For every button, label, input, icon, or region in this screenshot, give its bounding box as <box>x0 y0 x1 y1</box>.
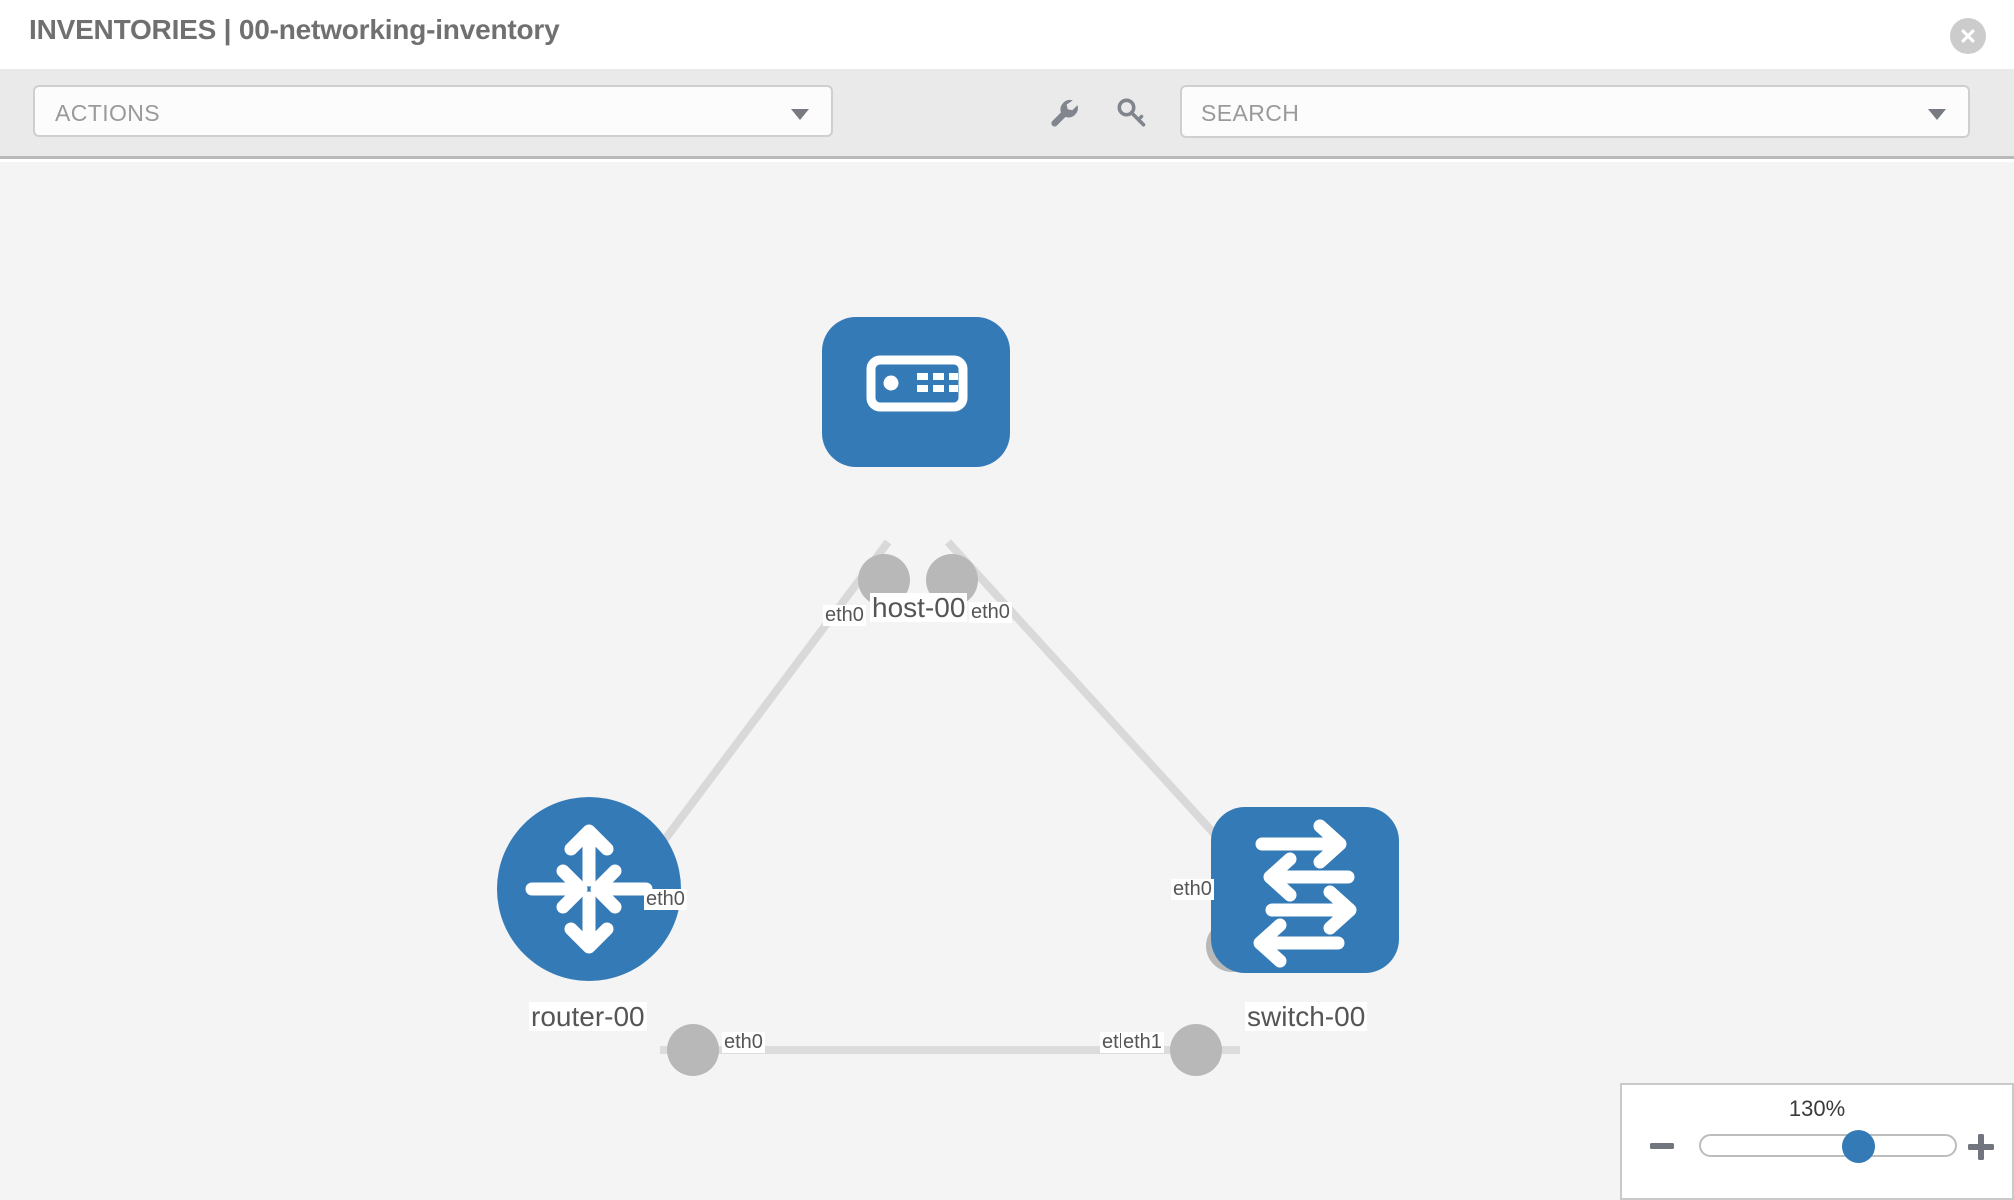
zoom-level-value: 130% <box>1788 1096 1846 1121</box>
page-header: INVENTORIES | 00-networking-inventory <box>0 0 2014 69</box>
node-label-host-00: host-00 <box>870 592 968 623</box>
key-icon[interactable] <box>1114 96 1148 130</box>
node-label-router-00: router-00 <box>529 1001 647 1032</box>
search-input[interactable]: SEARCH <box>1180 85 1970 138</box>
actions-dropdown[interactable]: ACTIONS <box>33 85 833 137</box>
zoom-slider-handle[interactable] <box>1841 1130 1875 1163</box>
interface-label: eth0 <box>969 601 1012 623</box>
interface-label: eth0 <box>823 604 866 626</box>
server-icon <box>866 355 968 412</box>
zoom-control-panel: 130% <box>1620 1083 2014 1200</box>
chevron-down-icon <box>791 109 809 120</box>
link-host00-switch00 <box>945 539 1243 865</box>
interface-label: eth0 <box>644 888 687 910</box>
topology-canvas[interactable]: eth0 eth0 eth0 eth0 eth0 eth eth1 host-0… <box>0 162 2014 1200</box>
search-placeholder: SEARCH <box>1201 100 1300 126</box>
wrench-icon[interactable] <box>1047 96 1081 130</box>
topology-node-switch-00 <box>1211 807 1399 973</box>
actions-dropdown-label: ACTIONS <box>55 100 161 126</box>
zoom-in-button[interactable] <box>1967 1133 1995 1166</box>
link-host00-router00 <box>644 539 892 865</box>
page-title: INVENTORIES | 00-networking-inventory <box>29 14 560 45</box>
interface-label: eth0 <box>722 1031 765 1053</box>
zoom-slider[interactable] <box>1699 1130 1957 1163</box>
endpoint-circle <box>1170 1024 1222 1076</box>
interface-label: eth1 <box>1121 1031 1164 1053</box>
topology-node-router-00 <box>497 797 681 981</box>
interface-label: eth0 <box>1171 878 1214 900</box>
node-label-switch-00: switch-00 <box>1245 1001 1368 1032</box>
endpoint-circle <box>667 1024 719 1076</box>
zoom-out-button[interactable] <box>1649 1133 1675 1164</box>
close-icon[interactable] <box>1950 18 1986 54</box>
router-arrows-icon <box>525 824 653 954</box>
topology-endpoints <box>667 554 1258 1076</box>
switch-arrows-icon <box>1253 819 1357 968</box>
topology-node-host-00 <box>822 317 1010 467</box>
chevron-down-icon[interactable] <box>1928 109 1946 120</box>
